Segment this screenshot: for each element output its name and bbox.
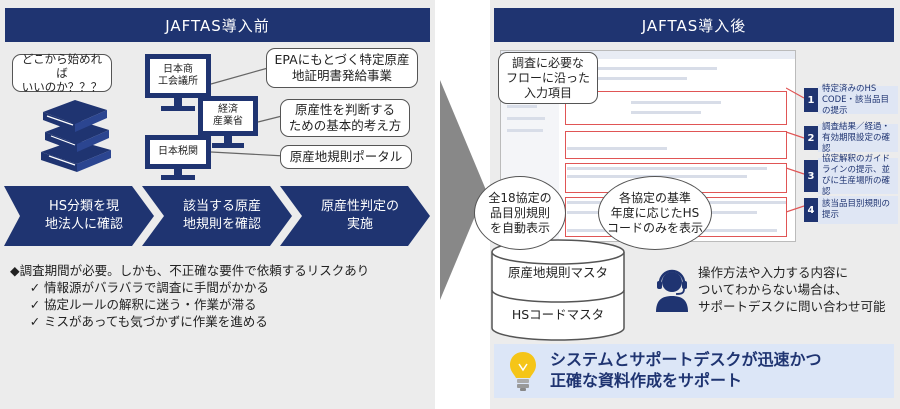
step-description: 協定解釈のガイドラインの提示、並びに生産場所の確認 — [818, 154, 898, 197]
step-number: 2 — [804, 126, 818, 150]
highlight-frame — [565, 91, 787, 125]
highlight-frame — [565, 131, 787, 159]
issue-text: 協定ルールの解釈に迷う・作業が滞る — [44, 297, 257, 312]
connector-lines — [210, 67, 286, 157]
highlight-text: システムとサポートデスクが迅速かつ 正確な資料作成をサポート — [550, 350, 822, 390]
check-icon: ✓ — [29, 314, 41, 329]
db-top-wrap: 原産地規則マスタ — [486, 262, 630, 281]
lightbulb-icon — [510, 352, 536, 391]
step-number: 3 — [804, 160, 818, 192]
monitor-callout: 原産地規則ポータル — [280, 145, 412, 169]
question-callout: どこから始めれば いいのか？？？ — [12, 52, 112, 94]
step-label: HS分類を現 地法人に確認 — [44, 199, 123, 232]
step-number: 1 — [804, 88, 818, 112]
step-chevrons — [4, 186, 430, 246]
db-label-rules: 原産地規則マスタ — [507, 265, 608, 280]
step-connectors — [786, 87, 805, 213]
support-text: 操作方法や入力する内容に ついてわからない場合は、 サポートデスクに問い合わせ可… — [698, 265, 886, 314]
check-icon: ✓ — [29, 280, 41, 295]
db-label-hscode: HSコードマスタ — [511, 307, 605, 322]
monitor-customs: 日本税関 — [145, 135, 211, 183]
issue-item: ✓情報源がバラバラで調査に手間がかかる — [10, 279, 430, 296]
headset-operator-icon — [656, 269, 688, 312]
step-label: 原産性判定の 実施 — [320, 199, 399, 232]
before-title: JAFTAS導入前 — [5, 8, 430, 42]
issue-text: 情報源がバラバラで調査に手間がかかる — [44, 280, 269, 295]
db-bottom-wrap: HSコードマスタ — [486, 304, 630, 323]
step-description: 特定済みのHS CODE・該当品目の提示 — [818, 84, 898, 116]
after-title: JAFTAS導入後 — [494, 8, 894, 42]
monitor-label: 経済 産業省 — [203, 101, 253, 131]
issue-item: ✓ミスがあっても気づかずに作業を進める — [10, 313, 430, 330]
issue-item: ✓協定ルールの解釈に迷う・作業が滞る — [10, 296, 430, 313]
bubble-rules: 全18協定の 品目別規則 を自動表示 — [474, 176, 566, 250]
monitor-label: 日本商 工会議所 — [150, 59, 206, 93]
highlight-banner: システムとサポートデスクが迅速かつ 正確な資料作成をサポート — [494, 344, 894, 398]
monitor-meti: 経済 産業省 — [198, 96, 258, 152]
transition-arrow-icon — [440, 80, 486, 300]
flow-callout: 調査に必要な フローに沿った 入力項目 — [498, 52, 598, 104]
issues-heading: ◆調査期間が必要。しかも、不正確な要件で依頼するリスクあり — [10, 263, 370, 278]
step-number: 4 — [804, 198, 818, 222]
monitor-label: 日本税関 — [150, 140, 206, 164]
database-icon — [491, 239, 625, 341]
issues-list: ◆調査期間が必要。しかも、不正確な要件で依頼するリスクあり ✓情報源がバラバラで… — [10, 262, 430, 330]
monitor-callout: 原産性を判断する ための基本的考え方 — [280, 99, 410, 137]
check-icon: ✓ — [29, 297, 41, 312]
books-icon — [41, 100, 111, 172]
bubble-hscode: 各協定の基準 年度に応じたHS コードのみを表示 — [598, 176, 712, 250]
monitor-callout: EPAにもとづく特定原産 地証明書発給事業 — [266, 48, 418, 88]
step-description: 調査結果／経過・有効期限設定の確認 — [818, 122, 898, 154]
issue-text: ミスがあっても気づかずに作業を進める — [44, 314, 268, 329]
monitor-chamber-of-commerce: 日本商 工会議所 — [145, 54, 211, 116]
step-description: 該当品目別規則の提示 — [818, 196, 898, 224]
step-label: 該当する原産 地規則を確認 — [182, 199, 261, 232]
